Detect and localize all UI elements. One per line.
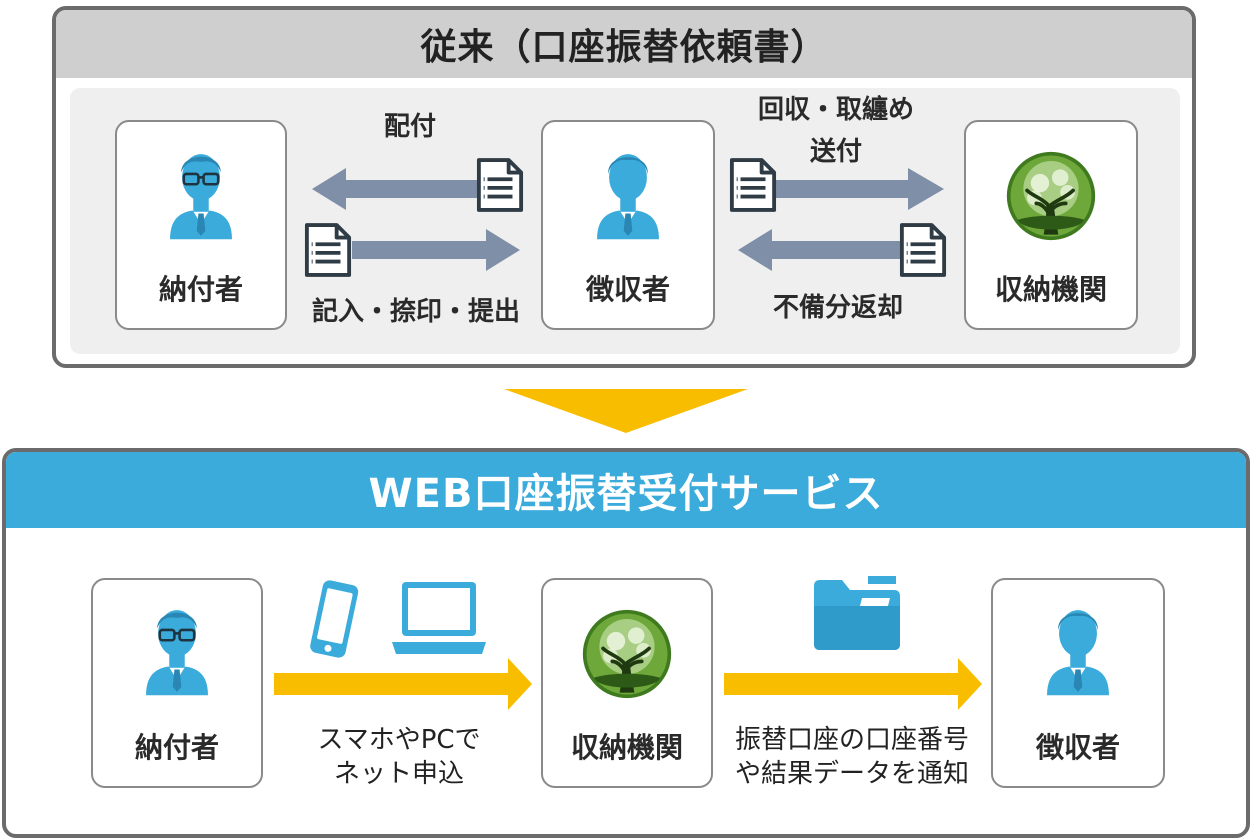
web-institution-label: 収納機関 [570, 731, 683, 764]
legacy-flow-arrows [312, 168, 944, 271]
legacy-process-title: 従来（口座振替依頼書） [56, 10, 1192, 78]
document-icon [304, 223, 352, 277]
document-icon [899, 223, 947, 277]
web-flow-arrows [274, 658, 982, 710]
legacy-institution-card: 収納機関 [964, 120, 1138, 330]
web-collector-card: 徴収者 [991, 578, 1165, 788]
return-arrow [738, 229, 902, 271]
web-payer-label: 納付者 [134, 731, 219, 764]
distribute-arrow [312, 168, 478, 210]
laptop-icon [392, 582, 486, 654]
legacy-payer-card: 納付者 [115, 120, 287, 330]
legacy-payer-label: 納付者 [158, 273, 243, 306]
notify-label-line2: や結果データを通知 [734, 759, 969, 789]
notify-label-line1: 振替口座の口座番号 [734, 725, 969, 755]
apply-label-line1: スマホやPCで [317, 725, 481, 755]
apply-arrow [274, 658, 532, 710]
transition-arrow [504, 389, 748, 433]
folder-icon [814, 576, 900, 650]
submit-arrow [352, 229, 520, 271]
legacy-institution-label: 収納機関 [994, 273, 1107, 306]
send-arrow [776, 168, 944, 210]
distribute-label: 配付 [383, 112, 436, 142]
web-institution-card: 収納機関 [541, 578, 713, 788]
return-label: 不備分返却 [772, 293, 903, 323]
smartphone-icon [310, 580, 359, 658]
document-icon [476, 158, 524, 212]
collect-label-line2: 送付 [809, 137, 862, 167]
notify-arrow [724, 658, 982, 710]
apply-label-line2: ネット申込 [333, 759, 464, 789]
legacy-collector-card: 徴収者 [541, 120, 715, 330]
web-collector-label: 徴収者 [1035, 731, 1120, 764]
submit-label: 記入・捺印・提出 [311, 297, 520, 327]
legacy-collector-label: 徴収者 [585, 273, 670, 306]
web-payer-card: 納付者 [91, 578, 263, 788]
web-service-title: WEB口座振替受付サービス [6, 452, 1246, 528]
collect-label-line1: 回収・取纏め [757, 95, 914, 125]
